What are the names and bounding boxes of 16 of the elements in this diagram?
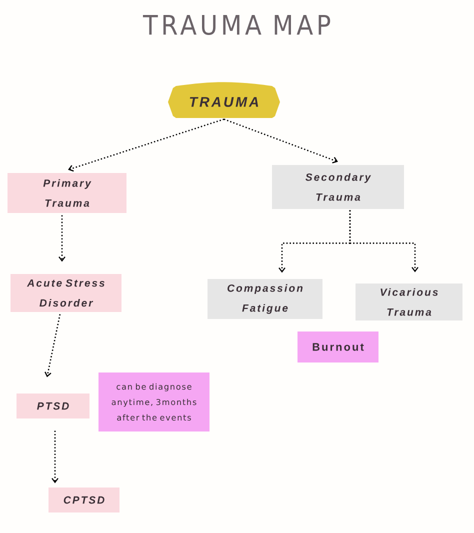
arrow (52, 430, 58, 484)
disorder-box: CPTSD (48, 488, 120, 512)
category-box: Vicarious Trauma (356, 284, 462, 320)
category-box: Compassion Fatigue (208, 279, 322, 319)
note-box: can be diagnose anytime, 3months after the events (98, 372, 210, 432)
disorder-box: Acute Stress Disorder (10, 274, 122, 312)
arrow (68, 118, 224, 172)
arrow (224, 118, 338, 164)
category-box: Burnout (298, 332, 378, 362)
arrow (58, 215, 66, 262)
arrow (349, 210, 418, 272)
category-box: Secondary Trauma (272, 165, 404, 209)
category-box: Primary Trauma (8, 173, 126, 213)
disorder-box: PTSD (16, 394, 90, 418)
arrow (44, 314, 61, 378)
title: TRAUMA MAP (142, 15, 330, 35)
